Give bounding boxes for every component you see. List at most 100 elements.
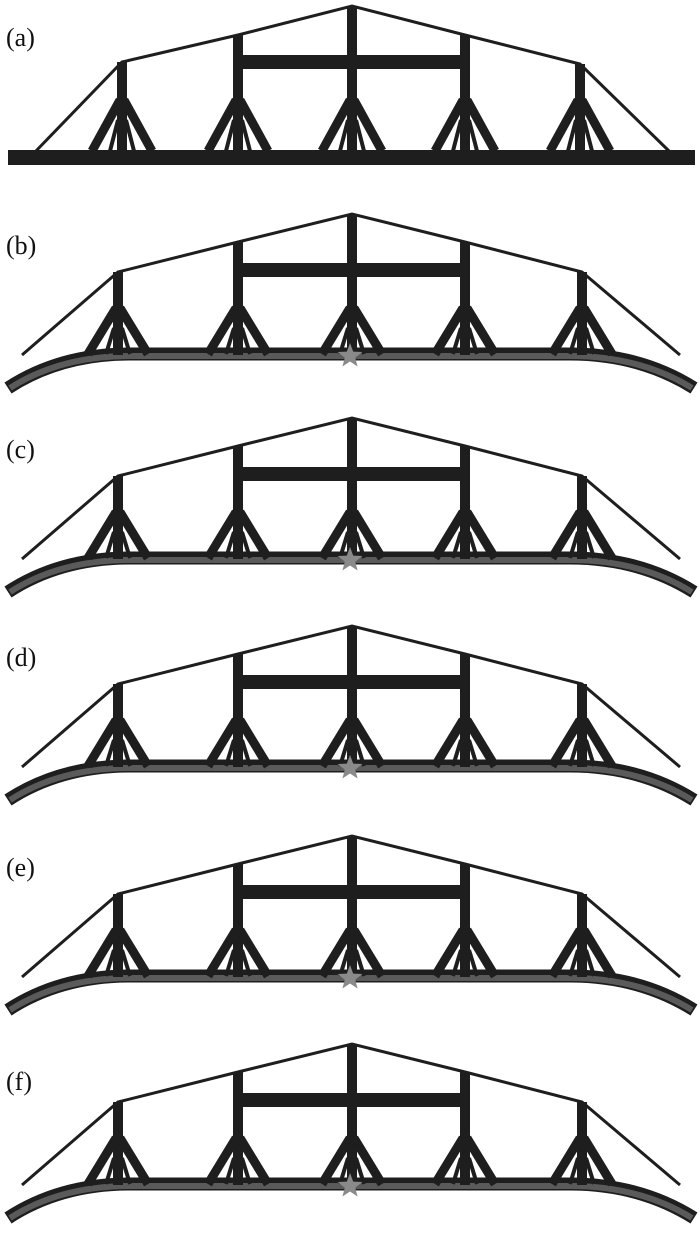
brace-left bbox=[84, 305, 120, 357]
brace-right bbox=[236, 509, 272, 561]
brace-inner-left bbox=[338, 739, 350, 767]
brace-left bbox=[431, 717, 467, 769]
vertical-post bbox=[347, 836, 357, 977]
brace-left bbox=[88, 97, 124, 154]
brace-inner-right bbox=[467, 739, 479, 767]
brace-inner-right bbox=[584, 1157, 596, 1185]
vertical-post bbox=[575, 64, 585, 152]
brace-right bbox=[580, 1135, 616, 1187]
brace-left bbox=[431, 305, 467, 357]
vertical-post bbox=[460, 446, 470, 559]
brace-inner-left bbox=[451, 531, 463, 559]
brace-left bbox=[431, 509, 467, 561]
bottom-chord bbox=[8, 150, 695, 165]
panel-label: (f) bbox=[6, 1067, 32, 1096]
truss-panel: (d) bbox=[4, 624, 698, 806]
brace-right bbox=[463, 509, 499, 561]
vertical-post bbox=[347, 6, 357, 152]
vertical-post bbox=[577, 684, 587, 767]
brace-right bbox=[116, 927, 152, 979]
vertical-post bbox=[233, 446, 243, 559]
brace-inner-right bbox=[467, 119, 479, 152]
vertical-post bbox=[460, 864, 470, 977]
panel-label: (b) bbox=[6, 231, 36, 260]
brace-inner-left bbox=[224, 327, 236, 355]
brace-inner-left bbox=[104, 1157, 116, 1185]
brace-right bbox=[116, 305, 152, 357]
panel-label: (e) bbox=[6, 853, 35, 882]
brace-right bbox=[236, 97, 272, 154]
truss-panel: (a) bbox=[6, 4, 695, 165]
vertical-post bbox=[460, 654, 470, 767]
vertical-post bbox=[233, 654, 243, 767]
brace-inner-right bbox=[584, 739, 596, 767]
brace-inner-right bbox=[467, 531, 479, 559]
brace-inner-right bbox=[354, 531, 366, 559]
brace-inner-left bbox=[104, 949, 116, 977]
brace-left bbox=[431, 927, 467, 979]
brace-inner-right bbox=[584, 327, 596, 355]
brace-right bbox=[580, 509, 616, 561]
brace-inner-right bbox=[240, 531, 252, 559]
truss-panel: (b) bbox=[4, 212, 698, 394]
brace-inner-left bbox=[451, 1157, 463, 1185]
panel-label: (a) bbox=[6, 23, 35, 52]
brace-right bbox=[580, 717, 616, 769]
vertical-post bbox=[347, 626, 357, 767]
brace-inner-left bbox=[338, 1157, 350, 1185]
brace-inner-right bbox=[240, 1157, 252, 1185]
brace-inner-left bbox=[104, 531, 116, 559]
brace-inner-left bbox=[224, 739, 236, 767]
brace-inner-right bbox=[354, 327, 366, 355]
brace-left bbox=[318, 305, 354, 357]
brace-right bbox=[116, 1135, 152, 1187]
brace-left bbox=[84, 509, 120, 561]
vertical-post bbox=[460, 35, 470, 152]
brace-left bbox=[84, 717, 120, 769]
vertical-post bbox=[233, 1072, 243, 1185]
brace-inner-left bbox=[451, 327, 463, 355]
brace-inner-left bbox=[568, 1157, 580, 1185]
brace-left bbox=[548, 305, 584, 357]
brace-inner-left bbox=[224, 531, 236, 559]
brace-left bbox=[204, 927, 240, 979]
brace-right bbox=[236, 1135, 272, 1187]
brace-right bbox=[580, 305, 616, 357]
brace-inner-right bbox=[354, 1157, 366, 1185]
brace-right bbox=[236, 927, 272, 979]
star-load-icon bbox=[337, 547, 363, 571]
brace-left bbox=[431, 97, 467, 154]
brace-inner-right bbox=[354, 739, 366, 767]
star-load-icon bbox=[337, 755, 363, 779]
vertical-post bbox=[233, 242, 243, 355]
brace-left bbox=[318, 1135, 354, 1187]
brace-inner-right bbox=[240, 949, 252, 977]
brace-inner-left bbox=[224, 1157, 236, 1185]
brace-inner-left bbox=[338, 531, 350, 559]
truss-panel: (e) bbox=[4, 834, 698, 1016]
brace-right bbox=[350, 305, 386, 357]
brace-right bbox=[463, 97, 499, 154]
brace-right bbox=[350, 509, 386, 561]
brace-inner-right bbox=[120, 739, 132, 767]
brace-right bbox=[236, 717, 272, 769]
brace-inner-left bbox=[338, 949, 350, 977]
brace-inner-left bbox=[338, 327, 350, 355]
vertical-post bbox=[577, 1102, 587, 1185]
brace-right bbox=[580, 927, 616, 979]
vertical-post bbox=[347, 214, 357, 355]
vertical-post bbox=[347, 418, 357, 559]
panel-label: (c) bbox=[6, 435, 35, 464]
brace-inner-left bbox=[568, 949, 580, 977]
brace-inner-right bbox=[120, 327, 132, 355]
brace-inner-right bbox=[584, 531, 596, 559]
vertical-post bbox=[113, 684, 123, 767]
brace-left bbox=[318, 97, 354, 154]
brace-right bbox=[116, 717, 152, 769]
brace-inner-left bbox=[451, 119, 463, 152]
brace-right bbox=[350, 717, 386, 769]
brace-inner-right bbox=[240, 739, 252, 767]
brace-inner-right bbox=[240, 119, 252, 152]
brace-left bbox=[204, 97, 240, 154]
brace-inner-left bbox=[451, 739, 463, 767]
